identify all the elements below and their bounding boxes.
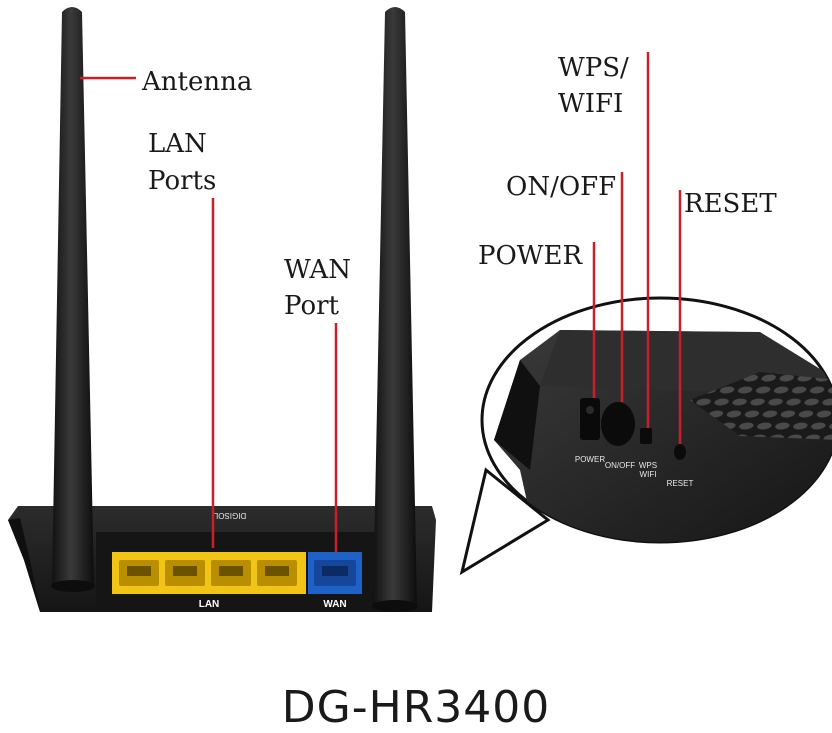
model-name: DG-HR3400: [282, 682, 551, 733]
wan-port-label-line1: WAN: [284, 255, 351, 285]
reset-button: [674, 444, 686, 460]
logo-text: DIGISOL: [213, 511, 246, 520]
power-label: POWER: [478, 241, 584, 271]
antenna-left: [51, 7, 95, 592]
lan-ports-label-line2: Ports: [148, 166, 216, 196]
power-device-label: POWER: [575, 455, 605, 464]
antenna-label: Antenna: [141, 67, 252, 97]
on-off-label: ON/OFF: [506, 172, 616, 202]
callout-tail: [459, 467, 551, 576]
leader-lines: [80, 52, 682, 552]
callout-labels: Antenna LAN Ports WAN Port WPS/ WIFI ON/…: [141, 53, 777, 321]
wan-port: WAN: [308, 552, 362, 610]
antenna-right: [372, 7, 418, 612]
lan-device-label: LAN: [199, 599, 220, 610]
lan-ports: LAN: [112, 552, 306, 610]
lan-ports-label-line1: LAN: [148, 129, 207, 159]
on-off-device-label: ON/OFF: [605, 461, 635, 470]
wifi-device-label: WIFI: [640, 470, 657, 479]
zoom-callout: POWER ON/OFF WPS WIFI RESET: [459, 296, 832, 576]
wps-wifi-label-line1: WPS/: [558, 53, 629, 83]
on-off-button: [601, 402, 635, 446]
wps-wifi-button: [640, 428, 652, 444]
reset-device-label: RESET: [667, 479, 694, 488]
power-jack: [580, 398, 600, 440]
reset-label: RESET: [684, 189, 777, 219]
wps-device-label: WPS: [639, 461, 657, 470]
wps-wifi-label-line2: WIFI: [558, 89, 623, 119]
wan-port-label-line2: Port: [284, 291, 340, 321]
wan-device-label: WAN: [323, 599, 346, 610]
